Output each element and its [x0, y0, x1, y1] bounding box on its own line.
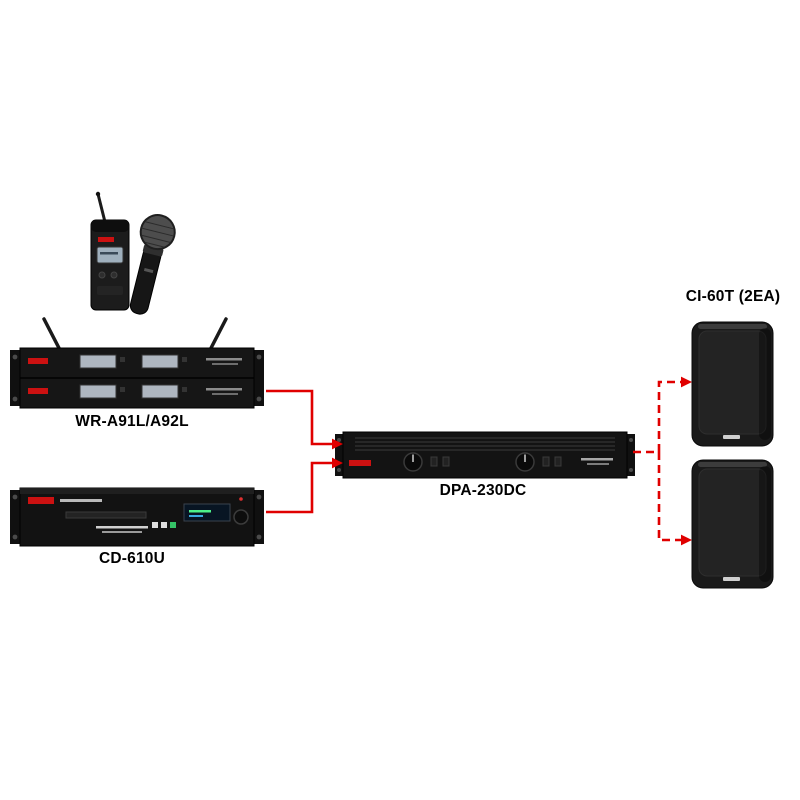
bodypack-body: [90, 219, 130, 311]
power-led: [239, 497, 243, 501]
transport-button: [170, 522, 176, 528]
rack-ear-right: [627, 434, 635, 476]
panel-text-line: [102, 531, 142, 533]
receiver-antenna-right: [208, 317, 228, 352]
wire-cd-to-amp: [266, 461, 333, 514]
panel-text-line: [587, 463, 609, 465]
cd-tray: [65, 511, 147, 519]
cabinet-side-shade: [759, 466, 771, 582]
wire-receiver-to-amp: [266, 389, 333, 446]
cabinet-side-shade: [759, 328, 771, 440]
brand-logo: [28, 497, 54, 504]
rack-ear-right: [252, 490, 264, 544]
receiver-display: [141, 354, 179, 369]
brand-logo: [28, 358, 48, 364]
mic-body: [129, 246, 162, 315]
receiver-display: [79, 354, 117, 369]
amp-chassis: [342, 431, 628, 479]
panel-text-line: [206, 358, 242, 361]
speaker-grille: [698, 468, 767, 577]
panel-text-line: [581, 458, 613, 461]
panel-text-line: [96, 526, 148, 529]
panel-text-line: [212, 393, 238, 395]
panel-text-line: [212, 363, 238, 365]
cd-player-unit: [8, 486, 266, 548]
transport-button: [152, 522, 158, 528]
amp-button: [542, 456, 550, 467]
display-text: [189, 515, 203, 517]
receiver-label: WR-A91L/A92L: [75, 413, 189, 430]
wire-amp-to-speaker-top: [633, 380, 681, 454]
speaker-bottom: [690, 458, 775, 590]
receiver-display: [79, 384, 117, 399]
rack-ear-left: [10, 350, 22, 406]
amp-button: [430, 456, 438, 467]
transport-button: [161, 522, 167, 528]
cd-player-label: CD-610U: [98, 550, 165, 567]
speaker-grille: [698, 330, 767, 435]
antenna-tip: [95, 191, 101, 197]
speaker-logo: [723, 577, 740, 581]
bodypack-button: [98, 271, 106, 279]
handheld-microphone: [129, 214, 176, 315]
brand-logo: [28, 388, 48, 394]
wireless-mic-set: [85, 190, 200, 330]
speaker-top: [690, 320, 775, 448]
brand-logo: [349, 460, 371, 466]
brand-logo: [98, 237, 114, 242]
bodypack-top: [91, 220, 129, 232]
vent-slots: [355, 437, 615, 451]
bodypack-antenna: [96, 192, 107, 224]
bodypack-lcd: [96, 246, 124, 264]
receiver-antenna-left: [42, 317, 62, 352]
battery-cover: [97, 286, 123, 295]
panel-text-line: [206, 388, 242, 391]
power-knob: [233, 509, 249, 525]
speaker-logo: [723, 435, 740, 439]
cabinet-highlight: [698, 462, 767, 467]
amplifier-unit: [335, 430, 635, 480]
bodypack-transmitter: [90, 191, 130, 311]
display-text: [189, 510, 211, 513]
panel-text-line: [60, 499, 102, 502]
amp-button: [554, 456, 562, 467]
receiver-display: [141, 384, 179, 399]
rack-ear-right: [252, 350, 264, 406]
rack-ear-left: [10, 490, 22, 544]
wire-amp-to-speaker-bottom: [657, 452, 681, 542]
mic-label: [143, 267, 154, 274]
mic-ring: [142, 244, 164, 257]
rack-ear-left: [335, 434, 343, 476]
wireless-receiver-unit: [8, 315, 266, 410]
speakers-label: CI-60T (2EA): [685, 288, 781, 305]
amp-button: [442, 456, 450, 467]
amplifier-label: DPA-230DC: [439, 482, 527, 499]
lcd-text-line: [100, 252, 118, 255]
cabinet-highlight: [698, 324, 767, 329]
bodypack-button: [110, 271, 118, 279]
